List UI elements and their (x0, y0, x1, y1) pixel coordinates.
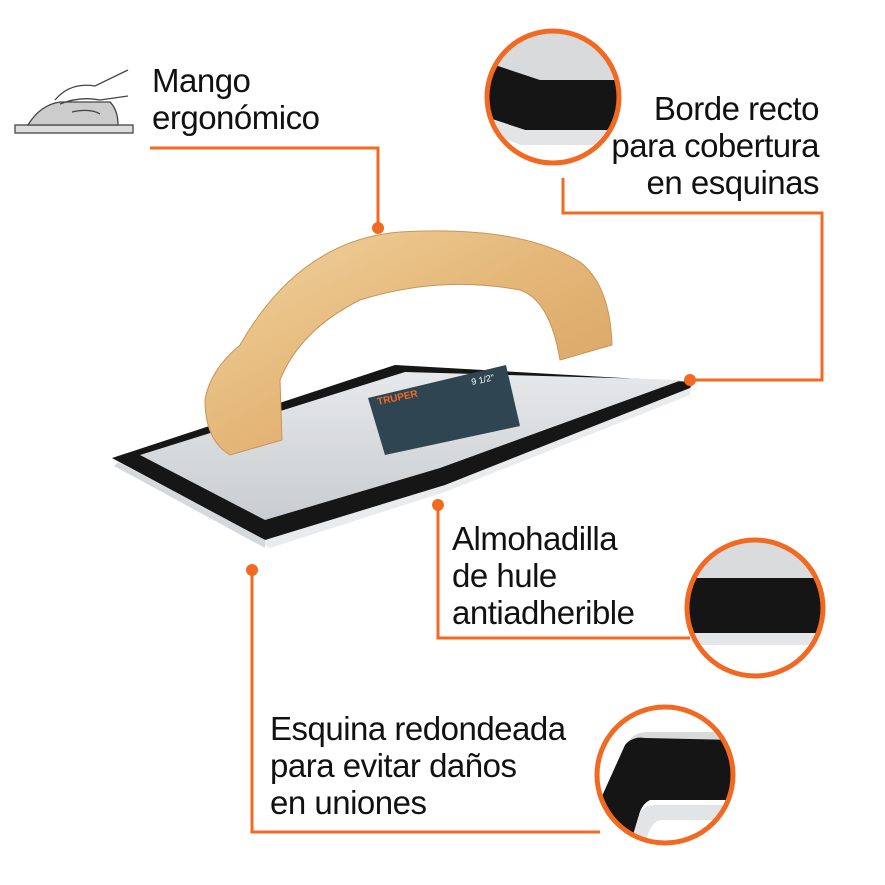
callout-corner-text: Esquina redondeada para evitar daños en … (270, 710, 566, 821)
pad-detail-circle (684, 537, 826, 679)
callout-lines (150, 146, 824, 834)
callout-line: Borde recto (653, 90, 820, 127)
callout-line: para cobertura (611, 127, 819, 164)
callout-line: para evitar daños (270, 747, 517, 784)
size-label: 9 1/2" (470, 372, 495, 387)
callout-line: antiadherible (452, 594, 635, 631)
edge-dot (684, 374, 696, 386)
callout-line: en esquinas (646, 164, 820, 201)
grout-float-product: TRUPER 9 1/2" (112, 230, 693, 548)
pad-dot (432, 499, 444, 511)
product-label: TRUPER 9 1/2" (368, 365, 520, 455)
corner-dot (246, 564, 258, 576)
callout-line: Almohadilla (452, 520, 618, 557)
callout-line: ergonómico (152, 99, 320, 136)
callout-line: Mango (152, 62, 251, 99)
corner-detail-circle (594, 704, 736, 846)
hand-on-float-icon (14, 69, 134, 134)
handle-dot (372, 222, 384, 234)
edge-detail-circle (484, 28, 622, 166)
callout-dots (246, 222, 696, 576)
callout-edge-text: Borde recto para cobertura en esquinas (611, 90, 819, 201)
callout-line: de hule (452, 557, 557, 594)
callout-pad-text: Almohadilla de hule antiadherible (452, 520, 635, 631)
callout-line: Esquina redondeada (270, 710, 566, 747)
callout-handle-text: Mango ergonómico (152, 62, 320, 136)
callout-line: en uniones (270, 784, 427, 821)
